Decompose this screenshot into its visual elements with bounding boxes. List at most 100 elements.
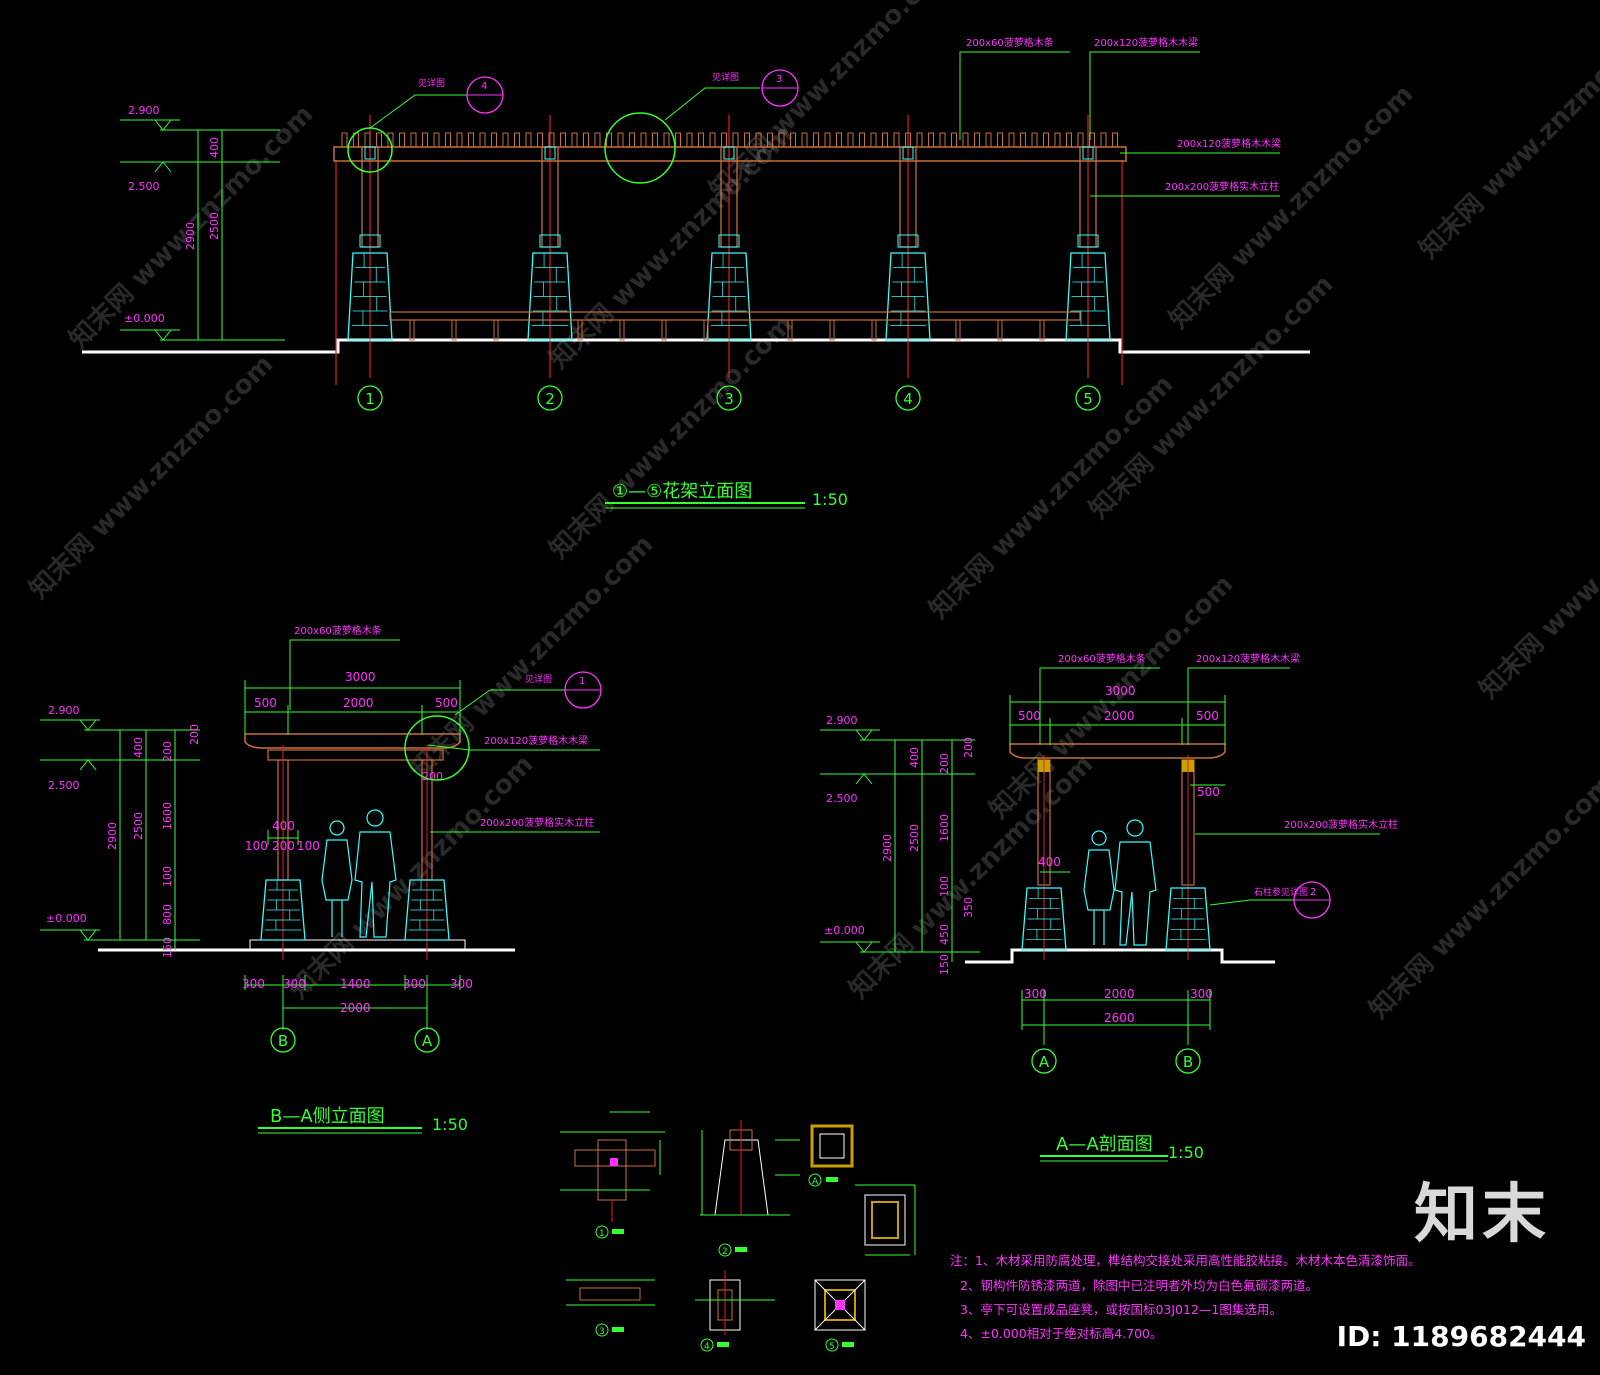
main-elevation-title: ①—⑤花架立面图 — [612, 481, 752, 502]
side-elevation-title: B—A侧立面图 — [270, 1106, 385, 1127]
roof-slat — [928, 132, 934, 148]
dim-2500: 2500 — [132, 812, 145, 840]
detail-label: A — [812, 1177, 819, 1187]
roof-slat — [560, 132, 566, 148]
dim-2000: 2000 — [1104, 987, 1135, 1001]
dim-200: 200 — [188, 724, 201, 745]
section-plinths — [1021, 887, 1211, 951]
bench-leg — [703, 319, 709, 341]
detail-ref-label: 见详图 — [525, 673, 552, 685]
main-elevation-scale: 1:50 — [812, 490, 848, 509]
dim-450: 450 — [938, 924, 951, 945]
note-slat: 200x60菠萝格木条 — [966, 36, 1054, 49]
axis-bubble — [716, 385, 742, 411]
roof-slat — [882, 132, 888, 148]
roof-slat — [399, 132, 405, 148]
detail-bracket — [855, 1184, 916, 1256]
watermark-text: 知末网 www.znzmo.com — [1474, 449, 1600, 704]
note-beam-2: 200x120菠萝格木木梁 — [1177, 137, 1281, 150]
note-post: 200x200菠萝格实木立柱 — [1284, 818, 1398, 831]
stone-plinth — [706, 252, 752, 341]
dim-400: 400 — [208, 137, 221, 158]
roof-slat — [916, 132, 923, 148]
roof-slat — [962, 132, 969, 148]
roof-slat — [1043, 132, 1049, 148]
detail-callout-circle — [347, 127, 393, 173]
roof-slat — [1112, 132, 1118, 148]
axis-label: 1 — [365, 390, 375, 408]
bench-leg — [787, 319, 793, 341]
roof-slat — [1020, 132, 1026, 148]
section-a-a: 3000 500 2000 500 500 400 2.900 2.500 ±0… — [820, 652, 1398, 1162]
dim-3000: 3000 — [345, 670, 376, 684]
dim-400: 400 — [1038, 855, 1061, 869]
roof-slat — [594, 132, 601, 148]
roof-slat — [629, 132, 635, 148]
post-connector — [544, 146, 556, 160]
level-0: ±0.000 — [824, 924, 865, 937]
roof-slat — [537, 132, 543, 148]
note-slat: 200x60菠萝格木条 — [1058, 652, 1146, 665]
axis-label: B — [278, 1032, 288, 1050]
post-connector — [723, 146, 735, 160]
dim-400: 400 — [908, 747, 921, 768]
stone-plinth — [260, 879, 306, 941]
roof-slat — [675, 132, 681, 148]
bench-leg — [871, 319, 877, 341]
detail-slats — [566, 1279, 655, 1306]
axis-bubble — [270, 1027, 296, 1053]
post-connector — [364, 146, 376, 160]
watermark-text: 知末网 www.znzmo.com — [1364, 769, 1600, 1024]
bench-leg — [661, 319, 667, 341]
note-line-4: 4、±0.000相对于绝对标高4.700。 — [960, 1326, 1163, 1341]
roof-slat — [732, 132, 739, 148]
roof-slat — [491, 132, 497, 148]
note-line-2: 2、钢构件防锈漆两道，除图中已注明者外均为白色氟碳漆两道。 — [960, 1278, 1318, 1293]
axis-lines — [335, 115, 1123, 385]
roof-slat — [479, 132, 486, 148]
dim-300: 300 — [1190, 987, 1213, 1001]
note-beam: 200x120菠萝格木木梁 — [1094, 36, 1198, 49]
note-beam: 200x120菠萝格木木梁 — [484, 734, 588, 747]
dim-100: 100 — [245, 839, 268, 853]
side-beam — [244, 733, 461, 749]
leader-line — [664, 87, 760, 121]
dim-1600: 1600 — [161, 802, 174, 830]
note-line-3: 3、亭下可设置成品座凳，或按国标03J012—1图集选用。 — [960, 1302, 1282, 1317]
main-elevation: 见详图 4 见详图 3 200x60菠萝格木条 200x120菠萝格木木梁 20… — [82, 36, 1310, 509]
detail-label: 3 — [599, 1327, 605, 1337]
dim-150: 150 — [161, 937, 174, 958]
watermark-text: 知末网 www.znzmo.com — [844, 749, 1099, 1004]
bench-leg — [997, 319, 1003, 341]
roof-slat — [1054, 132, 1061, 148]
dim-500: 500 — [254, 696, 277, 710]
roof-slat — [1008, 132, 1015, 148]
axis-label: A — [1039, 1053, 1050, 1071]
section-dimension-lines — [820, 695, 1226, 1045]
dim-2900: 2900 — [881, 834, 894, 862]
ground-line — [82, 338, 1310, 354]
roof-slat — [698, 132, 704, 148]
roof-slat — [836, 132, 842, 148]
image-id: ID: 1189682444 — [1336, 1320, 1586, 1353]
detail-label: 4 — [704, 1342, 710, 1352]
roof-slat — [376, 132, 382, 148]
bench-leg — [1039, 319, 1045, 341]
roof-slat — [974, 132, 980, 148]
detail-label: 1 — [599, 1229, 605, 1239]
dim-300: 300 — [242, 977, 265, 991]
roof-slat — [767, 132, 773, 148]
roof-slat — [721, 132, 727, 148]
level-2900: 2.900 — [128, 104, 160, 117]
dim-1600: 1600 — [938, 814, 951, 842]
ground-line — [965, 948, 1275, 964]
roof-slat — [744, 132, 750, 148]
detail-ref-num: 2 — [1310, 887, 1316, 898]
roof-slat — [801, 132, 808, 148]
dim-150: 150 — [938, 954, 951, 975]
roof-slat — [514, 132, 520, 148]
section-scale: 1:50 — [1168, 1143, 1204, 1162]
dim-200: 200 — [272, 839, 295, 853]
dim-2500: 2500 — [208, 212, 221, 240]
